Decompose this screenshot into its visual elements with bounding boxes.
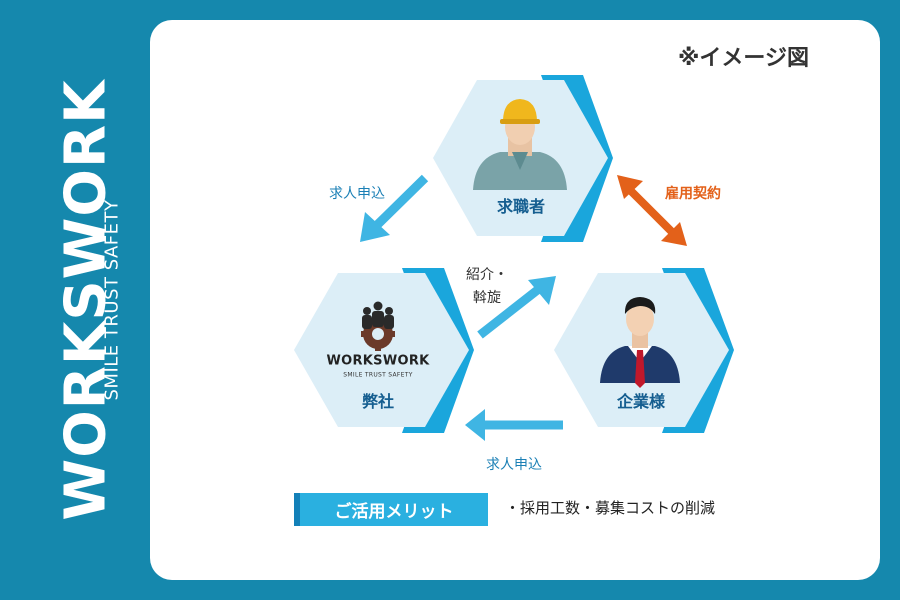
workswork-logo-icon — [361, 301, 395, 351]
arrow-apply-top — [360, 174, 429, 242]
businessman-illustration-icon — [600, 297, 680, 388]
arrow-label-apply-bottom: 求人申込 — [486, 457, 542, 473]
worker-illustration-icon — [473, 99, 567, 190]
hex-company-self — [294, 268, 474, 433]
arrow-label-apply-top: 求人申込 — [329, 186, 385, 202]
logo-wordmark: WORKSWORK — [326, 353, 430, 369]
arrow-label-intro-2: 斡旋 — [473, 290, 501, 306]
arrow-label-employment: 雇用契約 — [665, 186, 721, 202]
arrow-label-intro-1: 紹介・ — [466, 267, 508, 283]
arrow-apply-bottom — [465, 409, 563, 441]
node-label-client: 企業様 — [616, 392, 666, 411]
arrow-introduction — [477, 276, 556, 339]
node-label-jobseeker: 求職者 — [496, 197, 546, 216]
logo-tagline: SMILE TRUST SAFETY — [343, 371, 413, 379]
arrow-employment — [617, 175, 687, 246]
node-label-company-self: 弊社 — [361, 392, 395, 411]
image-note: ※イメージ図 — [678, 46, 809, 71]
merit-label-box: ご活用メリット — [294, 493, 488, 526]
merit-text: ・採用工数・募集コストの削減 — [505, 499, 716, 517]
